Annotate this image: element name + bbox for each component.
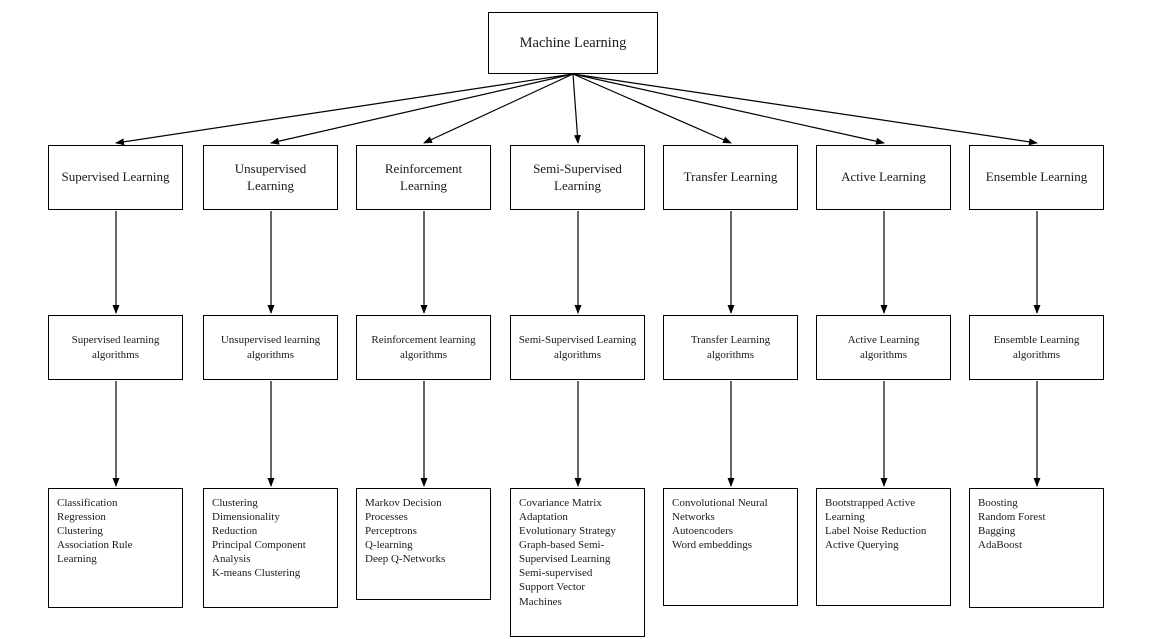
node-unsupervised-leaf-list: Clustering Dimensionality Reduction Prin… bbox=[203, 488, 338, 608]
node-ensemble-learning: Ensemble Learning bbox=[969, 145, 1104, 210]
node-reinforcement-leaf-list: Markov Decision Processes Perceptrons Q-… bbox=[356, 488, 491, 600]
node-semisupervised-leaf-list: Covariance Matrix Adaptation Evolutionar… bbox=[510, 488, 645, 637]
arrow-root-reinforcement bbox=[423, 73, 574, 144]
arrow-root-semisupervised bbox=[572, 73, 581, 144]
node-supervised-leaf-list: Classification Regression Clustering Ass… bbox=[48, 488, 183, 608]
arrow-root-ensemble bbox=[572, 73, 1038, 146]
node-supervised-algorithms-label: Supervised learning algorithms bbox=[71, 333, 160, 361]
node-unsupervised-learning-label: Unsupervised Learning bbox=[234, 160, 307, 193]
node-unsupervised-algorithms: Unsupervised learning algorithms bbox=[203, 315, 338, 380]
node-unsupervised-algorithms-label: Unsupervised learning algorithms bbox=[220, 333, 321, 361]
node-ensemble-leaf-list: Boosting Random Forest Bagging AdaBoost bbox=[969, 488, 1104, 608]
node-transfer-learning: Transfer Learning bbox=[663, 145, 798, 210]
arrow-root-supervised bbox=[115, 73, 574, 146]
node-supervised-learning: Supervised Learning bbox=[48, 145, 183, 210]
node-reinforcement-algorithms: Reinforcement learning algorithms bbox=[356, 315, 491, 380]
node-active-learning-label: Active Learning bbox=[841, 169, 926, 185]
arrow-root-transfer bbox=[572, 73, 732, 144]
node-transfer-algorithms: Transfer Learning algorithms bbox=[663, 315, 798, 380]
node-semisupervised-algorithms-label: Semi-Supervised Learning algorithms bbox=[518, 333, 637, 361]
node-active-leaf-list: Bootstrapped Active Learning Label Noise… bbox=[816, 488, 951, 606]
node-supervised-learning-label: Supervised Learning bbox=[61, 169, 170, 185]
node-semisupervised-algorithms: Semi-Supervised Learning algorithms bbox=[510, 315, 645, 380]
node-reinforcement-learning-label: Reinforcement Learning bbox=[384, 160, 463, 193]
node-reinforcement-algorithms-label: Reinforcement learning algorithms bbox=[371, 333, 476, 361]
node-machine-learning-label: Machine Learning bbox=[519, 34, 627, 51]
node-active-learning: Active Learning bbox=[816, 145, 951, 210]
node-supervised-algorithms: Supervised learning algorithms bbox=[48, 315, 183, 380]
node-unsupervised-learning: Unsupervised Learning bbox=[203, 145, 338, 210]
node-transfer-algorithms-label: Transfer Learning algorithms bbox=[690, 333, 771, 361]
node-ensemble-algorithms: Ensemble Learning algorithms bbox=[969, 315, 1104, 380]
node-ensemble-learning-label: Ensemble Learning bbox=[985, 169, 1088, 185]
node-semisupervised-learning: Semi-Supervised Learning bbox=[510, 145, 645, 210]
arrow-root-unsupervised bbox=[270, 73, 574, 145]
node-ensemble-algorithms-label: Ensemble Learning algorithms bbox=[993, 333, 1080, 361]
node-transfer-leaf-list: Convolutional Neural Networks Autoencode… bbox=[663, 488, 798, 606]
node-semisupervised-learning-label: Semi-Supervised Learning bbox=[533, 160, 622, 193]
node-transfer-learning-label: Transfer Learning bbox=[683, 169, 778, 185]
node-active-algorithms: Active Learning algorithms bbox=[816, 315, 951, 380]
node-reinforcement-learning: Reinforcement Learning bbox=[356, 145, 491, 210]
arrow-root-active bbox=[572, 73, 885, 145]
node-machine-learning: Machine Learning bbox=[488, 12, 658, 74]
node-active-algorithms-label: Active Learning algorithms bbox=[847, 333, 920, 361]
